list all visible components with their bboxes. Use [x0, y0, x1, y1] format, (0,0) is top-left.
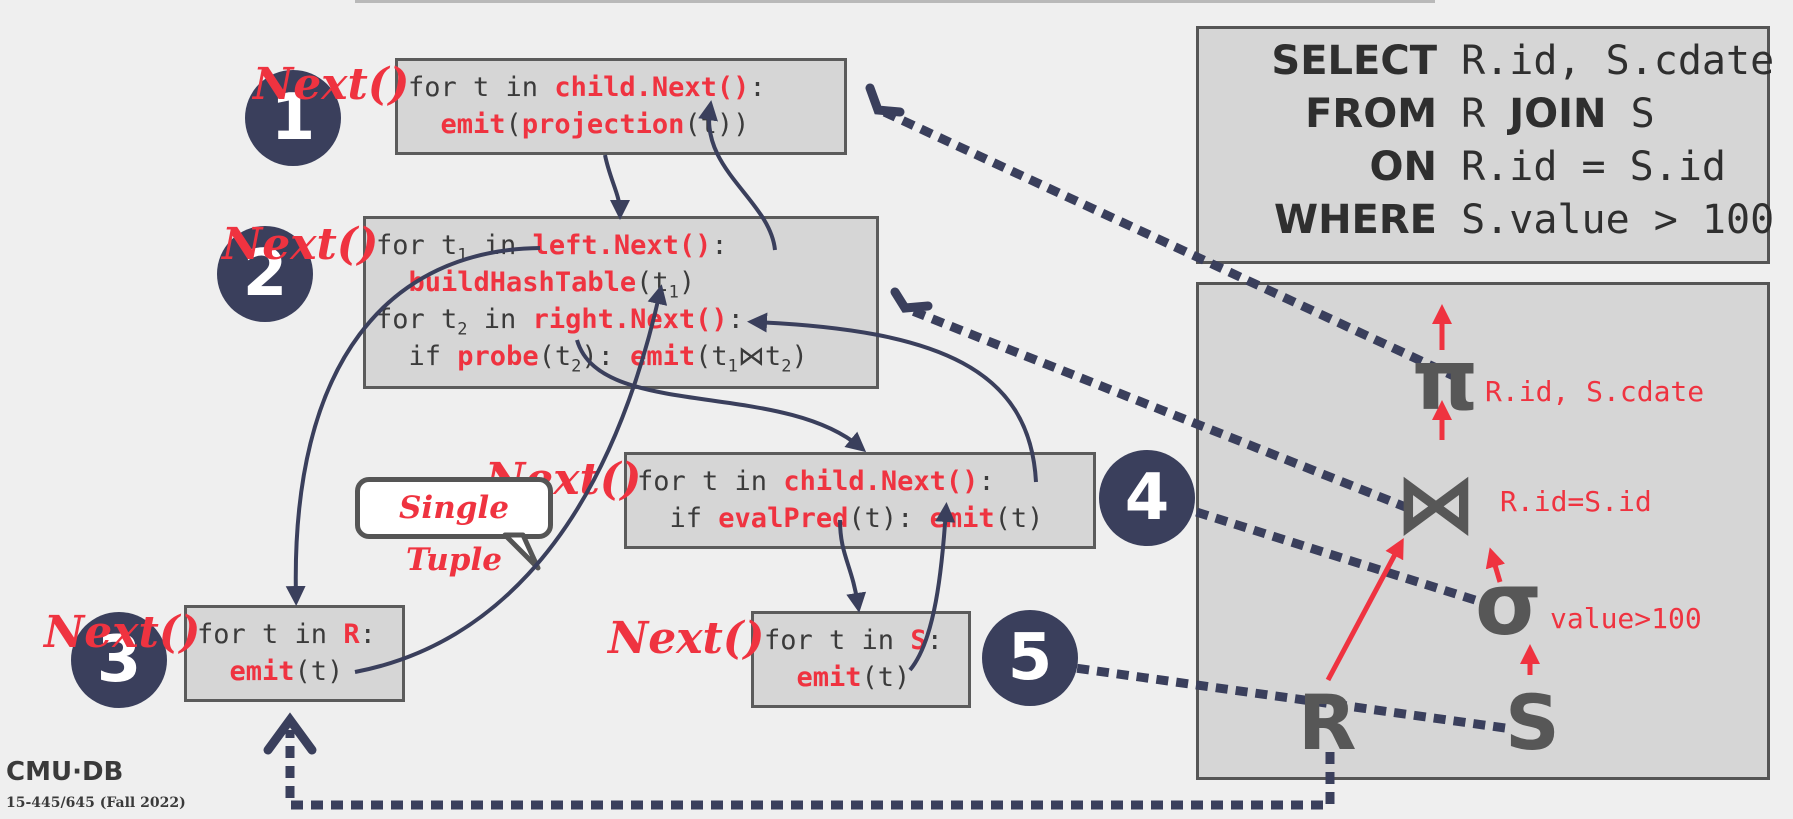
op4-arg: (t): [848, 503, 930, 534]
op2-probe-sub: 2 [571, 356, 582, 377]
op5-emit: emit [796, 662, 862, 693]
op3-colon: : [359, 619, 376, 650]
step-badge-2: 2 [217, 226, 313, 322]
op2-build-close: ) [678, 267, 696, 298]
op1-call: child.Next() [554, 72, 750, 103]
next-label-5: Next() [608, 613, 765, 664]
sql-on-condition: R.id = S.id [1461, 144, 1726, 190]
operator-projection-box: for t in child.Next(): emit(projection(t… [395, 58, 847, 155]
operator-scan-s-box: for t in S: emit(t) [751, 611, 971, 708]
sql-from-keyword: FROM [1305, 91, 1437, 137]
sql-from-table-r: R [1461, 91, 1510, 137]
op2-emit-close: ) [791, 341, 808, 372]
op1-text: for t in [408, 72, 555, 103]
sql-select-keyword: SELECT [1271, 38, 1437, 84]
op5-colon: : [926, 625, 943, 656]
op2-left-next: left.Next() [532, 230, 712, 261]
op2-emit-arg: (t [695, 341, 728, 372]
op2-probe-arg: (t [538, 341, 572, 372]
sql-where-condition: S.value > 100 [1461, 197, 1775, 243]
selection-label: value>100 [1550, 602, 1702, 635]
sql-select-columns: R.id, S.cdate [1461, 38, 1775, 84]
operator-filter-box: for t in child.Next(): if evalPred(t): e… [624, 452, 1096, 549]
cmu-db-logo: CMU·DB [6, 757, 124, 787]
course-label: 15-445/645 (Fall 2022) [6, 795, 186, 811]
op4-colon: : [978, 466, 995, 497]
op2-in2: in [467, 304, 533, 335]
op4-text: for t in [637, 466, 784, 497]
next-label-3: Next() [44, 607, 201, 658]
sql-where-keyword: WHERE [1273, 197, 1437, 243]
op3-arg: (t) [294, 656, 344, 687]
next-label-2: Next() [222, 219, 379, 270]
sql-query-box: SELECT R.id, S.cdate FROM R JOIN S ON R.… [1196, 26, 1774, 264]
op3-text: for t in [197, 619, 344, 650]
op2-right-next: right.Next() [532, 304, 728, 335]
op2-text: for t [376, 230, 458, 261]
plan-connectors [285, 105, 1506, 810]
projection-label: R.id, S.cdate [1485, 375, 1705, 408]
op2-t: t [764, 341, 782, 372]
single-tuple-callout: Single Tuple [355, 477, 553, 578]
op2-emit-sub2: 2 [781, 356, 792, 377]
operator-join-box: for t1 in left.Next(): buildHashTable(t1… [363, 216, 879, 389]
op2-probe: probe [457, 341, 539, 372]
join-symbol: ⋈ [1395, 457, 1477, 552]
op5-arg: (t) [861, 662, 911, 693]
query-plan-box [1196, 282, 1770, 780]
relation-s: S [1505, 678, 1560, 767]
step-badge-4: 4 [1099, 450, 1195, 546]
step-badge-5: 5 [982, 610, 1078, 706]
op2-build-sub: 1 [668, 282, 679, 303]
op2-if: if [408, 341, 458, 372]
join-label: R.id=S.id [1500, 485, 1652, 518]
op2-for2-sub: 2 [457, 319, 468, 340]
op2-sub: 1 [457, 245, 468, 266]
op5-text: for t in [764, 625, 911, 656]
top-rule [355, 0, 1435, 3]
op2-emit-sub1: 1 [727, 356, 738, 377]
op2-bowtie: ⋈ [737, 341, 765, 372]
op4-evalpred: evalPred [718, 503, 849, 534]
op4-emit-arg: (t) [994, 503, 1044, 534]
op1-colon: : [749, 72, 766, 103]
op1-emit: emit [440, 109, 506, 140]
op4-call: child.Next() [783, 466, 979, 497]
op1-paren: ( [505, 109, 522, 140]
op2-in: in [467, 230, 533, 261]
op3-r: R [343, 619, 360, 650]
sql-from-table-s: S [1606, 91, 1655, 137]
op2-build: buildHashTable [408, 267, 637, 298]
next-label-1: Next() [253, 59, 410, 110]
operator-scan-r-box: for t in R: emit(t) [184, 605, 405, 702]
op4-if: if [669, 503, 719, 534]
step-badge-3: 3 [71, 612, 167, 708]
projection-symbol: π [1412, 331, 1479, 429]
selection-symbol: σ [1475, 555, 1542, 655]
op2-for2: for t [376, 304, 458, 335]
op2-colon: : [711, 230, 728, 261]
op2-colon2: : [727, 304, 744, 335]
op3-emit: emit [229, 656, 295, 687]
sql-on-keyword: ON [1369, 144, 1437, 190]
step-badge-1: 1 [245, 70, 341, 166]
op1-projection: projection [521, 109, 685, 140]
sql-join-keyword: JOIN [1509, 91, 1607, 137]
callout-tail [502, 532, 541, 571]
relation-r: R [1298, 678, 1357, 767]
